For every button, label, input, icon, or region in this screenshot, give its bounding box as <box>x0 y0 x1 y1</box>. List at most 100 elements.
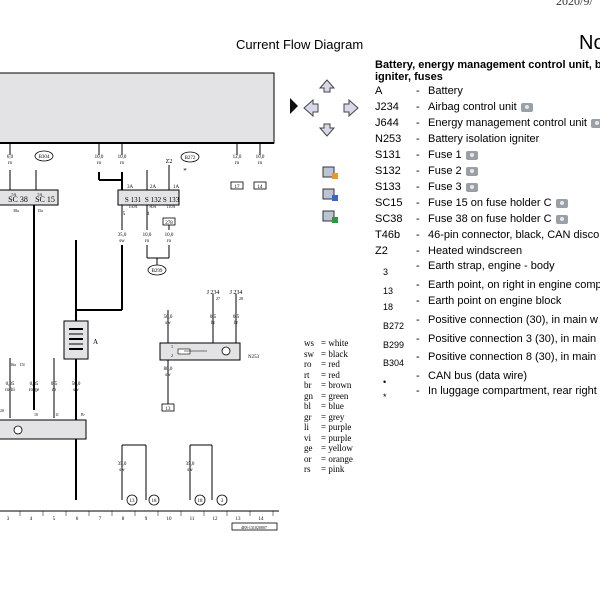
bottom-column-number: 11 <box>190 517 195 522</box>
legend-description: Fuse 3 <box>428 181 478 193</box>
wire-color-row: bl= blue <box>304 401 353 412</box>
battery-plus-label: + <box>74 314 78 320</box>
bottom-column-number: 7 <box>99 517 102 522</box>
legend-dash: - <box>416 229 420 241</box>
camera-icon[interactable] <box>465 166 478 176</box>
heading-line-1: Battery, energy management control unit,… <box>375 59 600 71</box>
legend-description: Earth strap, engine - body <box>428 260 555 272</box>
wire-color-code: rs <box>304 464 311 474</box>
fuse-pin-label: 4 <box>147 212 150 217</box>
earth-3-label: 3 <box>221 499 224 504</box>
camera-icon[interactable] <box>555 198 568 208</box>
wire-size-label: 35,0 <box>118 233 127 238</box>
fuse-rating: 150A <box>129 204 138 209</box>
camera-icon[interactable] <box>520 102 533 112</box>
earth-18 <box>148 494 160 506</box>
legend-dash: - <box>416 351 420 363</box>
earth-point-icon[interactable] <box>322 210 338 223</box>
fuse-s133-label: S 133 <box>163 196 180 204</box>
wire-color-label: sw <box>119 239 125 244</box>
fuse-rating: 80A <box>150 204 157 209</box>
bottom-column-number: 3 <box>7 517 10 522</box>
wire-color-eq: = <box>321 432 329 443</box>
legend-description: CAN bus (data wire) <box>428 370 528 382</box>
fuse-pin-label: 2A <box>150 185 157 190</box>
wire-size-label: 0,35 <box>6 382 15 387</box>
legend-dash: - <box>416 117 420 129</box>
legend-dash: - <box>416 333 420 345</box>
camera-icon[interactable] <box>590 118 600 128</box>
b299-connection-circle <box>147 264 167 276</box>
connector-view-icon[interactable] <box>322 188 338 201</box>
legend-description: Positive connection 3 (30), in main <box>428 333 597 345</box>
legend-dash: - <box>416 213 420 225</box>
wire-color-label: br <box>234 321 239 326</box>
nav-prev-page-icon[interactable] <box>290 98 298 114</box>
j644-pin-label: 11 <box>55 412 59 417</box>
wire-size-label: 0,35 <box>30 382 39 387</box>
wire-color-label: ro <box>120 161 125 166</box>
wire-color-eq: = <box>321 380 329 390</box>
nav-up-arrow-icon[interactable] <box>318 79 336 93</box>
wire-color-name: blue <box>328 401 344 411</box>
j644-pin-label: 15l <box>19 362 25 367</box>
camera-icon[interactable] <box>465 150 478 160</box>
fuse-pin-label: 38a <box>13 208 19 213</box>
wire-color-eq: = <box>321 411 329 422</box>
camera-icon[interactable] <box>555 214 568 224</box>
wire-color-name: red <box>328 359 340 369</box>
wire-color-code: gn <box>304 390 313 401</box>
fuse-rating: 110A <box>167 204 176 209</box>
j644-pin-label: 16a <box>10 362 16 367</box>
legend-dash: - <box>416 181 420 193</box>
legend-dash: - <box>416 314 420 326</box>
legend-dash: - <box>416 245 420 257</box>
component-locator-icon[interactable] <box>322 166 338 179</box>
legend-description: Battery <box>428 85 463 97</box>
legend-code: A <box>375 85 383 97</box>
legend-code: S131 <box>375 149 401 161</box>
wire-color-row: vi= purple <box>304 433 353 444</box>
wire-color-name: purple <box>328 432 352 443</box>
wire-color-eq: = <box>321 348 329 359</box>
legend-dash: - <box>416 101 420 113</box>
wire-color-row: li= purple <box>304 422 353 433</box>
bottom-column-number: 12 <box>213 517 219 522</box>
camera-icon[interactable] <box>465 182 478 192</box>
battery-label: A <box>93 338 98 346</box>
wire-color-eq: = <box>321 369 329 380</box>
wire-size-label: 50,0 <box>72 382 81 387</box>
legend-code: N253 <box>375 133 402 145</box>
wire-size-label: 10,0 <box>256 155 265 160</box>
z2-label: Z2 <box>166 159 173 165</box>
wire-size-label: 10,0 <box>95 155 104 160</box>
bottom-column-number: 5 <box>53 517 56 522</box>
wire-size-label: 10,0 <box>118 155 127 160</box>
b299-label: B299 <box>152 269 163 274</box>
wire-color-eq: = <box>321 422 329 432</box>
legend-dash: - <box>416 165 420 177</box>
nav-right-arrow-icon[interactable] <box>343 98 359 118</box>
legend-code: * <box>383 392 387 402</box>
nav-down-arrow-icon[interactable] <box>318 123 336 137</box>
wire-color-label: ro/bl <box>5 388 15 393</box>
earth-13-label: 13 <box>130 499 136 504</box>
wire-color-row: ro= red <box>304 359 353 370</box>
fuse-s131-label: S 131 <box>125 196 142 204</box>
fuse-sc38-label: SC 38 <box>8 195 28 204</box>
wire-size-label: 0,5 <box>51 382 58 387</box>
nav-left-arrow-icon[interactable] <box>303 98 319 118</box>
wire-color-eq: = <box>321 359 329 369</box>
print-date: 2020/9/ <box>556 0 593 8</box>
legend-code: J644 <box>375 117 399 129</box>
tool-icons <box>322 166 338 223</box>
wire-color-code: li <box>304 422 310 432</box>
legend-code: B304 <box>383 358 405 368</box>
bottom-column-number: 8 <box>122 517 125 522</box>
n253-element <box>177 348 191 355</box>
b272-connection-circle <box>180 151 200 163</box>
fuse-pin-label: 1A <box>173 185 180 190</box>
ref-box-14 <box>253 181 267 190</box>
j234-label: J 234 <box>207 290 220 296</box>
